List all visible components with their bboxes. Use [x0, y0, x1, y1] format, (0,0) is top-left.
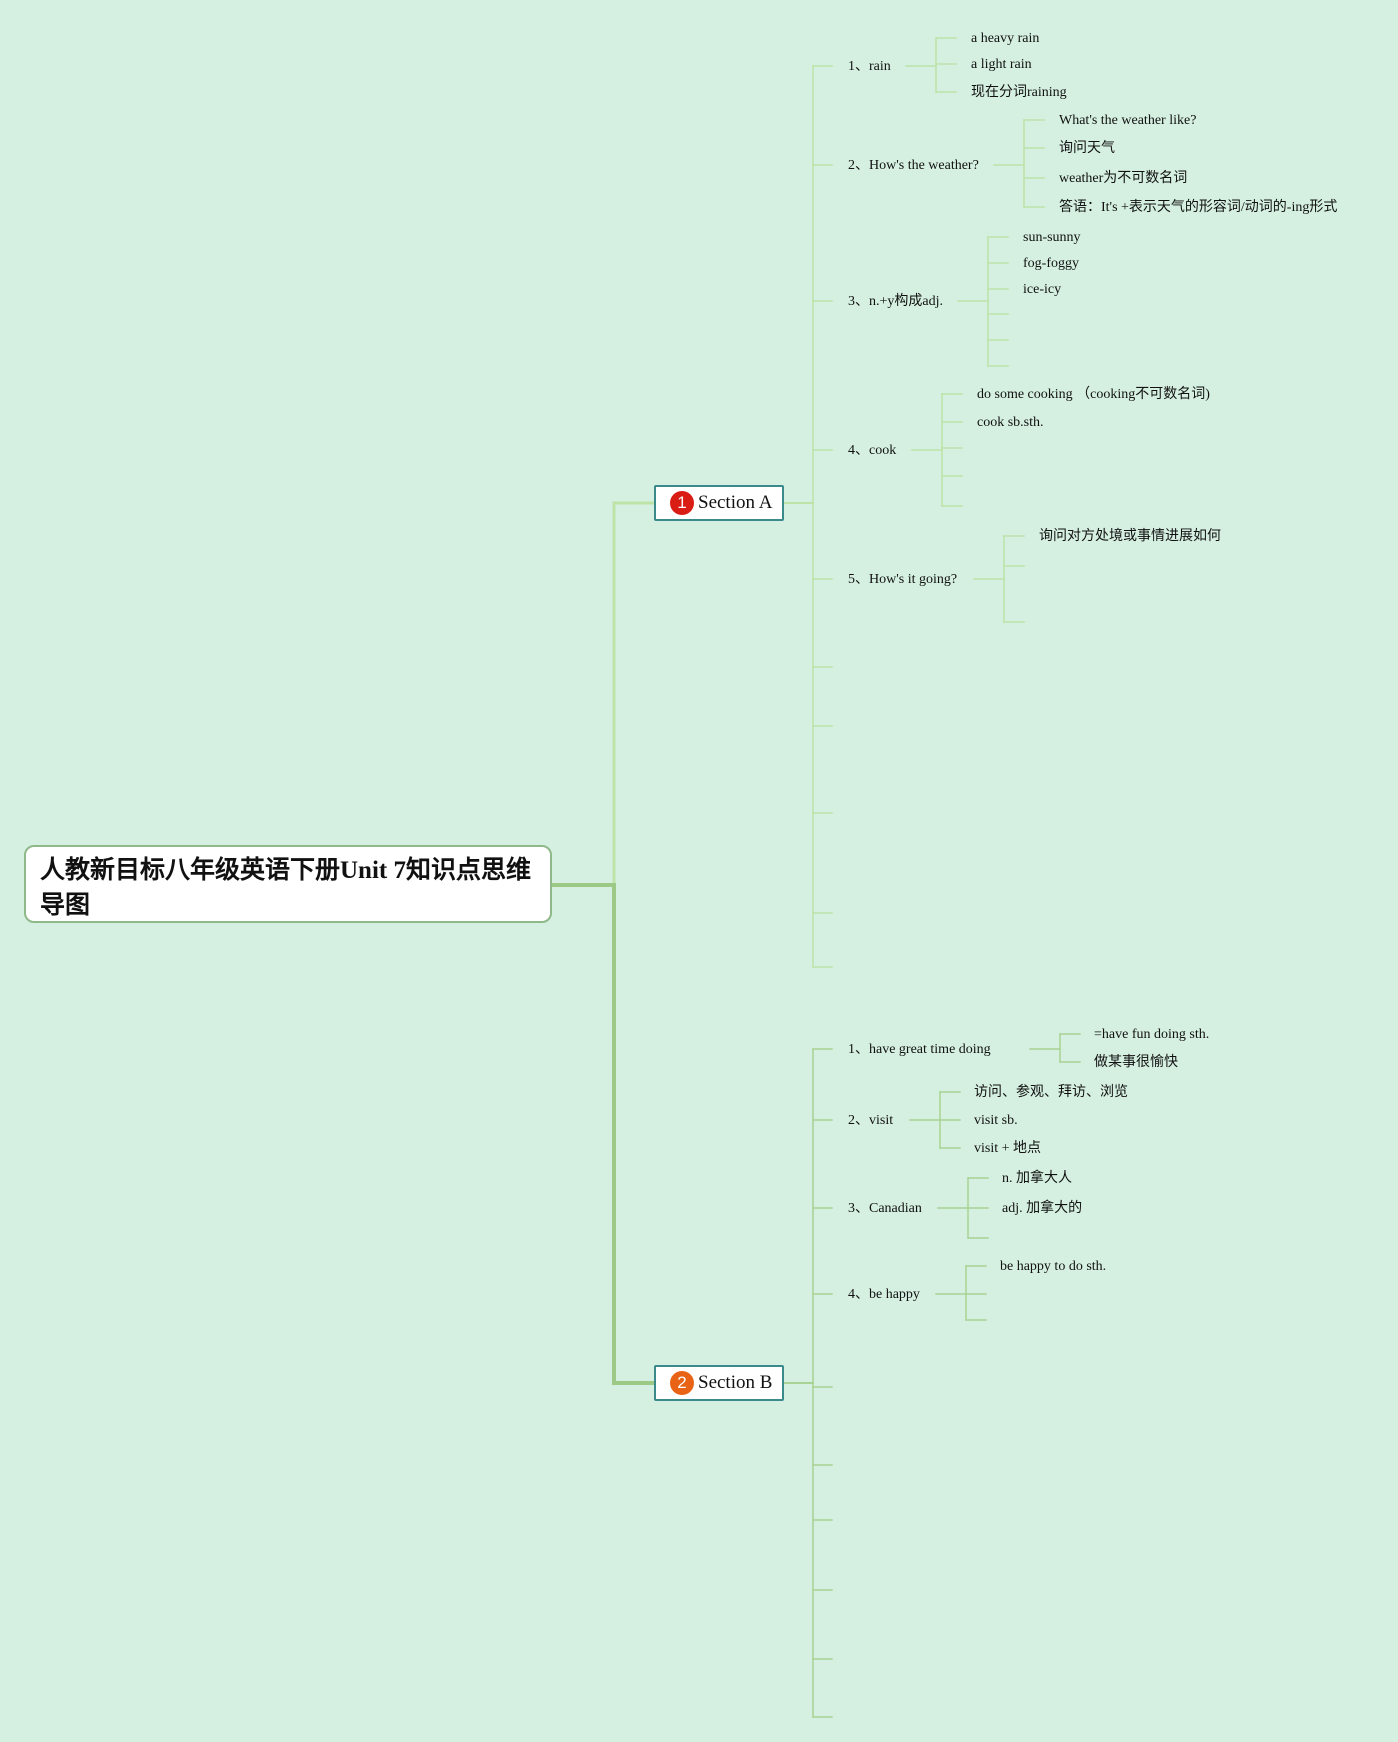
detail-a2-4[interactable]: 答语：It's +表示天气的形容词/动词的-ing形式 — [1059, 200, 1338, 215]
topic-b2[interactable]: 2、visit — [848, 1113, 894, 1128]
topic-a3[interactable]: 3、n.+y构成adj. — [848, 294, 943, 309]
topic-b3[interactable]: 3、Canadian — [848, 1201, 922, 1216]
detail-a1-1[interactable]: a heavy rain — [971, 31, 1040, 46]
detail-a1-3[interactable]: 现在分词raining — [971, 85, 1067, 100]
detail-a2-1[interactable]: What's the weather like? — [1059, 113, 1197, 128]
section-a-badge: 1 — [670, 491, 694, 515]
section-a-label: Section A — [698, 492, 773, 513]
topic-b1[interactable]: 1、have great time doing — [848, 1042, 991, 1057]
detail-b3-1[interactable]: n. 加拿大人 — [1002, 1171, 1072, 1186]
detail-a4-2[interactable]: cook sb.sth. — [977, 415, 1044, 430]
detail-b4-1[interactable]: be happy to do sth. — [1000, 1259, 1107, 1274]
topic-a1[interactable]: 1、rain — [848, 59, 891, 74]
detail-b2-1[interactable]: 访问、参观、拜访、浏览 — [974, 1085, 1128, 1100]
topic-b4[interactable]: 4、be happy — [848, 1287, 920, 1302]
detail-b1-1[interactable]: =have fun doing sth. — [1094, 1027, 1210, 1042]
root-title: 人教新目标八年级英语下册Unit 7知识点思维导图 — [40, 857, 531, 919]
detail-b2-3[interactable]: visit + 地点 — [974, 1141, 1042, 1156]
detail-b3-2[interactable]: adj. 加拿大的 — [1002, 1201, 1083, 1216]
detail-b2-2[interactable]: visit sb. — [974, 1113, 1018, 1128]
detail-a2-2[interactable]: 询问天气 — [1059, 141, 1115, 156]
detail-a3-2[interactable]: fog-foggy — [1023, 256, 1079, 271]
topic-a2[interactable]: 2、How's the weather? — [848, 158, 979, 173]
topic-a4[interactable]: 4、cook — [848, 443, 897, 458]
section-b-label: Section B — [698, 1372, 773, 1393]
detail-a2-3[interactable]: weather为不可数名词 — [1059, 171, 1188, 186]
root-topic[interactable]: 人教新目标八年级英语下册Unit 7知识点思维导图 — [24, 845, 552, 923]
detail-a3-1[interactable]: sun-sunny — [1023, 230, 1081, 245]
detail-a3-3[interactable]: ice-icy — [1023, 282, 1062, 297]
section-a-node[interactable]: 1 Section A — [654, 485, 784, 521]
topic-a5[interactable]: 5、How's it going? — [848, 572, 958, 587]
section-b-node[interactable]: 2 Section B — [654, 1365, 784, 1401]
detail-b1-2[interactable]: 做某事很愉快 — [1094, 1055, 1178, 1070]
detail-a1-2[interactable]: a light rain — [971, 57, 1032, 72]
section-b-badge: 2 — [670, 1371, 694, 1395]
detail-a5-1[interactable]: 询问对方处境或事情进展如何 — [1039, 529, 1221, 544]
detail-a4-1[interactable]: do some cooking （cooking不可数名词) — [977, 387, 1210, 402]
